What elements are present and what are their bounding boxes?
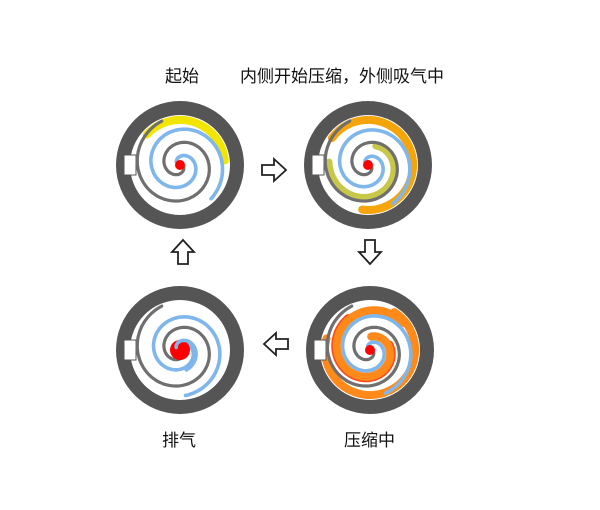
inlet-port — [123, 154, 137, 176]
orbiting-scroll — [151, 315, 222, 398]
arrow-left-icon — [262, 330, 289, 358]
fixed-scroll — [325, 304, 401, 388]
orbiting-scroll — [340, 314, 413, 395]
arrow-down-icon — [356, 239, 384, 266]
stage-discharge — [116, 286, 244, 414]
stage-compressing — [306, 286, 434, 414]
gas-outer-pocket — [327, 116, 417, 214]
label-compressing: 压缩中 — [344, 431, 395, 451]
label-start: 起始 — [165, 67, 199, 87]
discharge-center — [363, 160, 373, 170]
arrow-up-icon — [169, 238, 197, 265]
orbiting-scroll — [149, 127, 225, 201]
inlet-port — [313, 339, 327, 361]
gas-compressed-pocket — [332, 306, 409, 381]
gas-outer-pocket — [142, 115, 229, 165]
inlet-port — [311, 154, 325, 176]
inlet-port — [123, 339, 137, 361]
discharge-center — [365, 345, 375, 355]
orbiting-scroll — [337, 128, 412, 206]
stage-suction — [304, 101, 432, 229]
arrow-right-icon — [261, 156, 288, 184]
gas-inner-pocket — [325, 142, 398, 201]
stage-start — [116, 101, 244, 229]
fixed-scroll — [135, 304, 211, 388]
orbiting-scroll-core — [174, 338, 198, 372]
label-discharge: 排气 — [162, 431, 196, 451]
discharge-center — [175, 160, 185, 170]
fixed-scroll — [323, 119, 399, 203]
fixed-scroll — [135, 119, 211, 203]
label-suction: 内侧开始压缩，外侧吸气中 — [240, 67, 444, 87]
